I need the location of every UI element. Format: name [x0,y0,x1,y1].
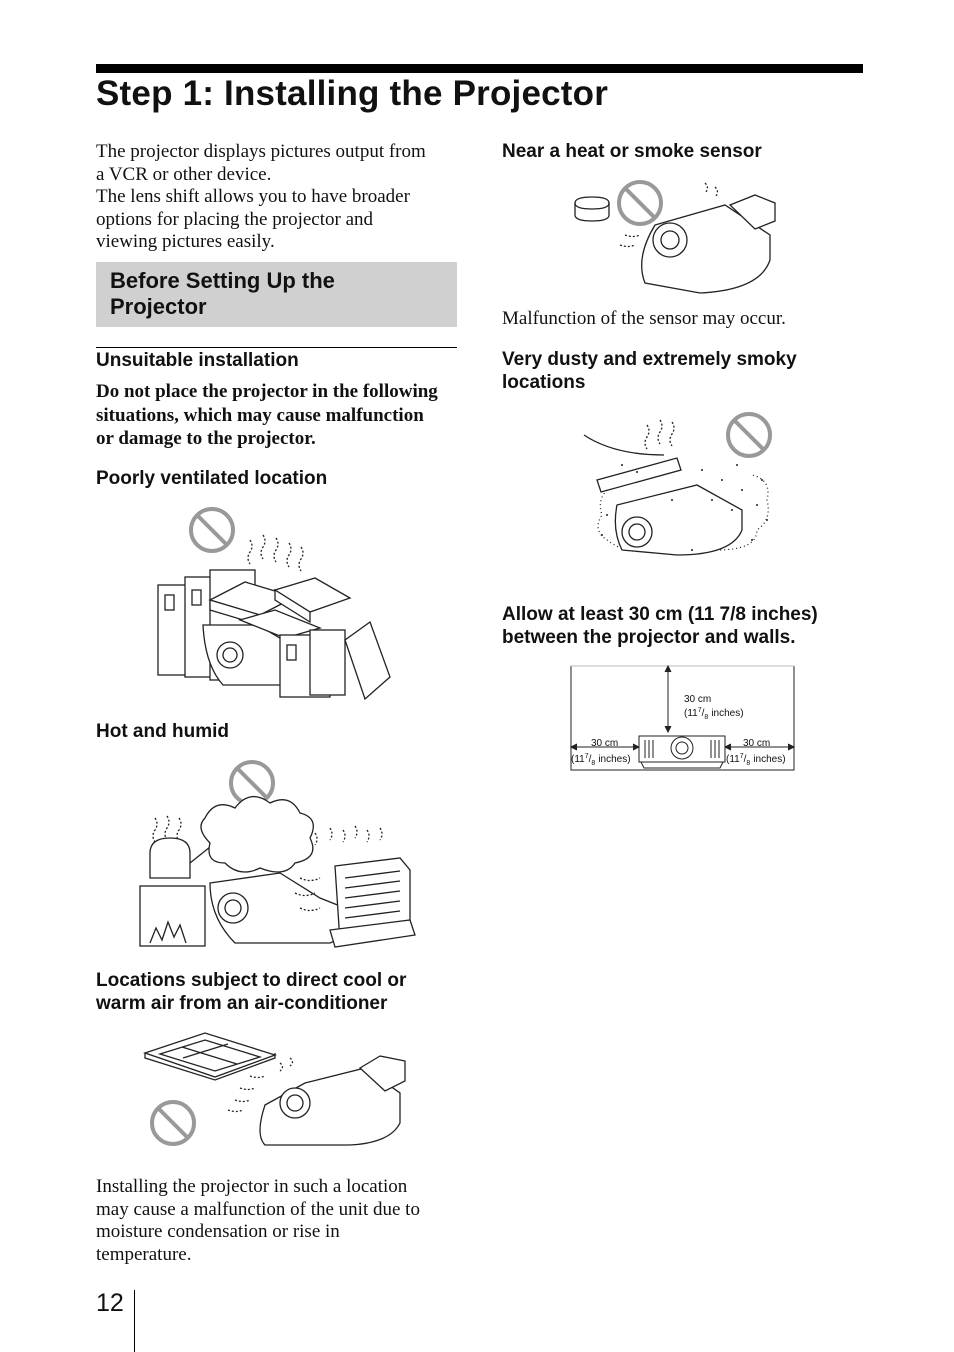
poorly-ventilated-illustration [157,507,391,701]
intro-line: The lens shift allows you to have broade… [96,186,410,207]
page-title: Step 1: Installing the Projector [96,74,609,113]
section-heading-box: Before Setting Up the Projector [96,262,457,327]
subheading-unsuitable: Unsuitable installation [96,350,299,371]
air-conditioner-illustration [142,1032,406,1146]
heading-clearance: Allow at least 30 cm (11 7/8 inches) bet… [502,604,818,648]
heading-hot-humid: Hot and humid [96,721,229,742]
warning-text: Do not place the projector in the follow… [96,381,438,449]
section-heading: Before Setting Up the Projector [110,268,335,319]
right-cm-label: 30 cm [743,738,770,749]
top-cm-label: 30 cm [684,694,711,705]
closing-paragraph: Installing the projector in such a locat… [96,1176,420,1265]
page-number: 12 [96,1289,124,1317]
intro-line: viewing pictures easily. [96,231,275,252]
wall-outline [570,666,795,771]
dusty-smoky-illustration [583,412,772,556]
intro-paragraph: The projector displays pictures output f… [96,141,466,254]
intro-line: a VCR or other device. [96,163,272,185]
title-rule [96,64,863,73]
heading-heat-sensor: Near a heat or smoke sensor [502,141,762,162]
left-cm-label: 30 cm [591,738,618,749]
heading-poorly-ventilated: Poorly ventilated location [96,468,328,489]
intro-line: options for placing the projector and [96,208,374,230]
heading-dusty: Very dusty and extremely smoky locations [502,349,797,393]
smoke-sensor-illustration [574,180,776,294]
intro-line: The projector displays pictures output f… [96,141,426,162]
hot-humid-illustration [139,760,416,948]
sensor-note: Malfunction of the sensor may occur. [502,308,786,329]
subheading-rule [96,347,457,348]
page-number-rule [134,1290,135,1352]
heading-air-conditioner: Locations subject to direct cool or warm… [96,970,407,1014]
